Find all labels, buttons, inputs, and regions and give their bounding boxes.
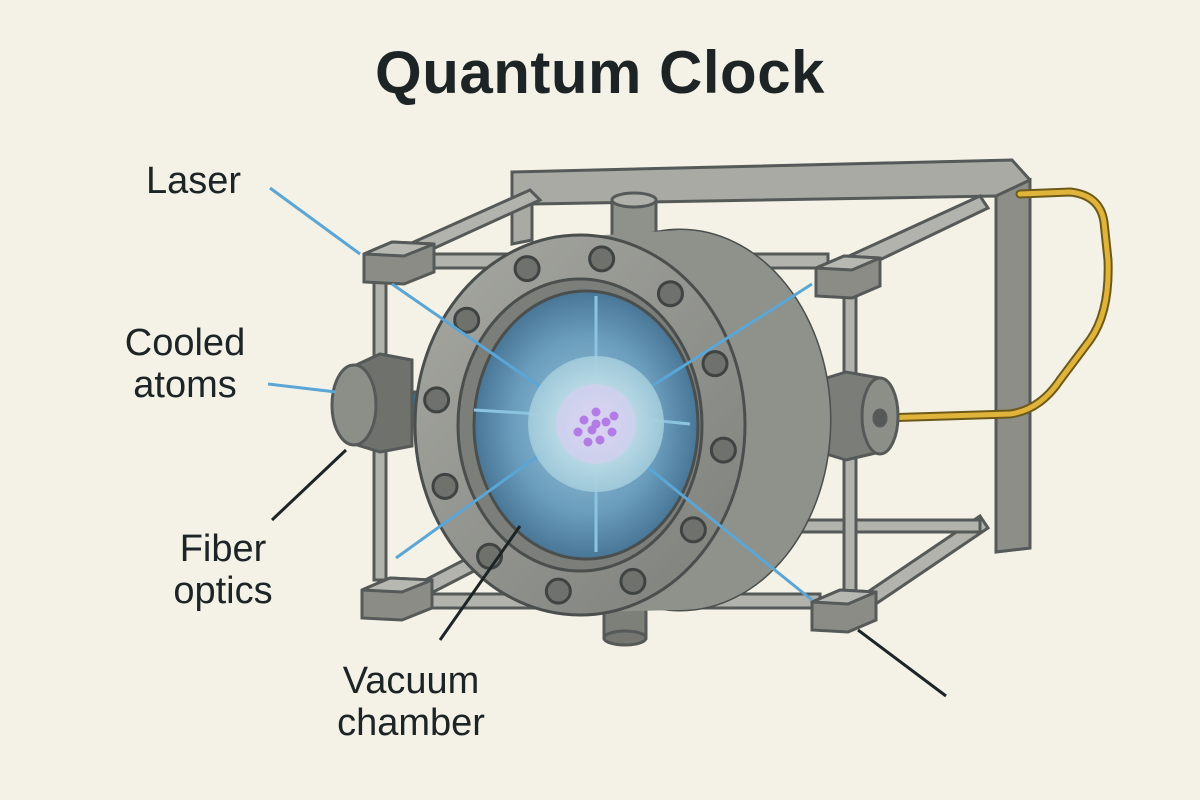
flange-bolt [423,386,451,414]
flange-bolt [656,280,684,308]
flange-bolt [709,436,737,464]
laser-beams [267,186,813,602]
flange-bolt [453,306,481,334]
flange-bolt [619,567,647,595]
cooled-atoms-label: Cooled atoms [124,322,246,406]
flange-bolt [431,472,459,500]
flange-bolt [679,516,707,544]
leader-lines [270,448,947,698]
fiber-optics-label: Fiber optics [173,528,273,612]
atom [573,427,583,437]
atom [583,437,593,447]
back-frame [510,158,1032,554]
laser-label: Laser [146,160,242,202]
atom [591,419,601,429]
atom [595,435,605,445]
cooled-atoms [573,407,619,447]
atom [579,415,589,425]
flange-bolts [423,245,737,605]
flange-bolt [588,245,616,273]
flange-bolt [701,350,729,378]
atom [609,411,619,421]
atom [591,407,601,417]
flange-bolt [513,255,541,283]
atom [607,427,617,437]
flange-bolt [544,577,572,605]
frame-corner-blocks [360,240,882,634]
vacuum-chamber-label: Vacuum chamber [337,660,485,744]
atom [601,417,611,427]
title: Quantum Clock [375,39,825,106]
